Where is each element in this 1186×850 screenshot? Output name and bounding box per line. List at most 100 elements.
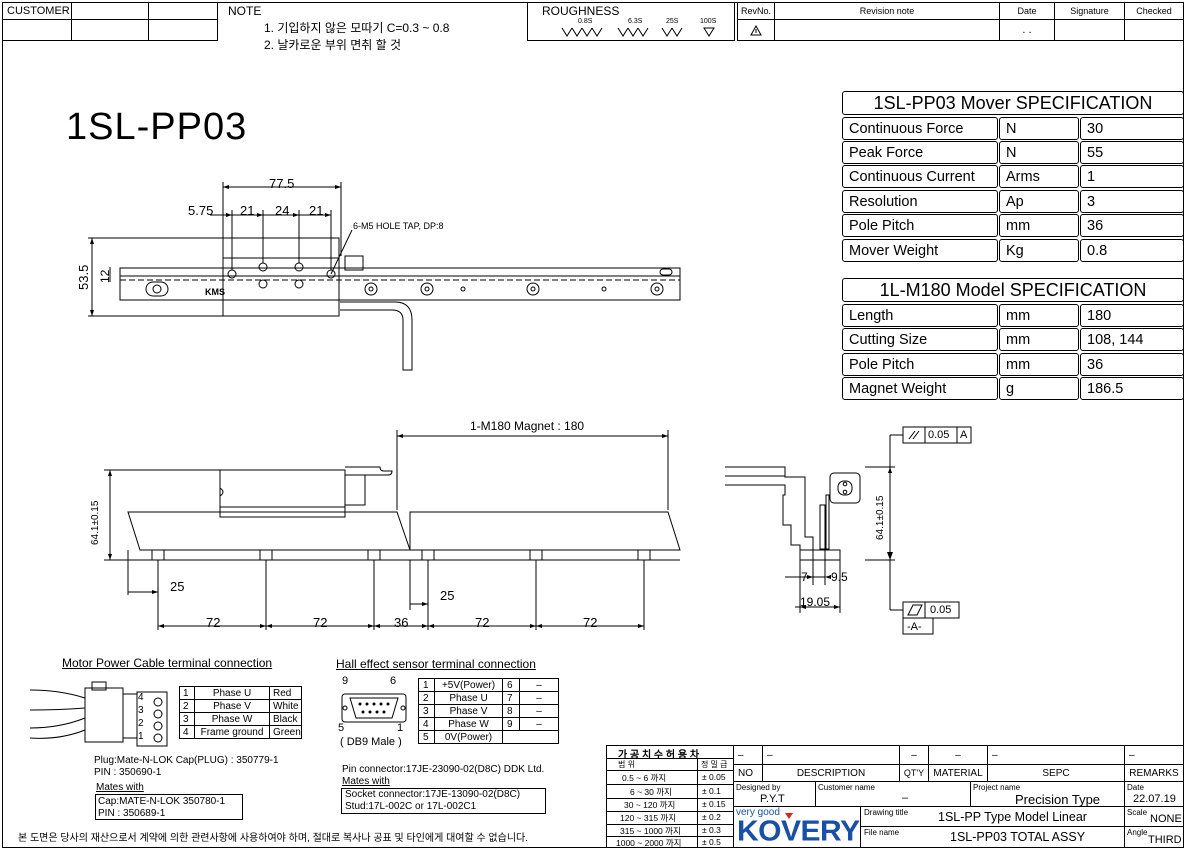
db9-pin-9: 9: [342, 675, 349, 687]
spec-name: Resolution: [842, 190, 998, 213]
checked-label: Checked: [1136, 6, 1172, 16]
tol-value: ± 0.2: [702, 812, 721, 822]
tol-value: ± 0.3: [702, 825, 721, 835]
tolerance-vline: [697, 758, 698, 848]
spec-name: Pole Pitch: [842, 353, 998, 376]
note-line-2: 2. 날카로운 부위 면취 할 것: [264, 38, 402, 52]
pin-no: 3: [423, 705, 429, 717]
revision-note-value-cell: [774, 19, 1000, 41]
parallel-tol: 0.05: [928, 429, 950, 441]
angle-label: Angle: [1127, 828, 1148, 837]
tol-range: 1000 ~ 2000 까지: [616, 838, 682, 848]
end-height-dim: 64.1±0.15: [875, 495, 886, 540]
checked-value-cell: [1124, 19, 1184, 41]
dim-height: 53.5: [76, 264, 91, 290]
table-row: Phase U: [434, 691, 503, 705]
dim-b: 24: [275, 203, 290, 218]
revision-note-label: Revision note: [859, 6, 915, 16]
model-spec-row: Length mm 180: [842, 304, 1184, 327]
table-row: Phase V: [434, 704, 503, 718]
tolerance-divider: [606, 811, 734, 812]
tolerance-divider: [606, 798, 734, 799]
magnet-label: 1-M180 Magnet : 180: [470, 419, 585, 433]
model-spec-row: Cutting Size mm 108, 144: [842, 328, 1184, 351]
pitch-3: 36: [394, 615, 409, 630]
top-view-drawing: [88, 182, 681, 371]
spec-value: 0.8: [1080, 239, 1184, 262]
tb-dash-desc: –: [762, 745, 900, 765]
date-label: Date: [1017, 6, 1037, 16]
spec-name: Cutting Size: [842, 328, 998, 351]
hall-mates-with: Mates with: [342, 776, 390, 787]
customer-cell-b: [148, 2, 218, 20]
pin-name: 0V(Power): [444, 731, 493, 743]
conn-pin-3: 3: [138, 705, 144, 716]
pin-name: Phase W: [211, 713, 253, 725]
spec-unit: Arms: [999, 165, 1079, 188]
date-value-cell: . .: [999, 19, 1055, 41]
tolerance-col-grade: 정 밀 급: [701, 760, 728, 769]
spec-unit: mm: [999, 214, 1079, 237]
table-row: 0V(Power): [434, 730, 503, 744]
signature-label: Signature: [1070, 6, 1109, 16]
spec-name: Continuous Force: [842, 117, 998, 140]
tol-range: 0.5 ~ 6 까지: [622, 773, 667, 783]
table-row: 1000 ~ 2000 까지 ± 0.5: [608, 837, 732, 849]
tb-remarks-label: REMARKS: [1129, 767, 1179, 779]
customer-cell-c: [2, 19, 72, 41]
table-row: 6: [502, 678, 520, 692]
table-row: 0.5 ~ 6 까지± 0.05: [608, 772, 732, 784]
pin-color: White: [273, 700, 299, 712]
tb-remarks: REMARKS: [1124, 764, 1184, 782]
conn-pin-4: 4: [138, 692, 144, 703]
spec-name: Pole Pitch: [842, 214, 998, 237]
dim-offset: 5.75: [188, 203, 214, 218]
tb-dash-remarks: –: [1124, 745, 1184, 765]
pin-name: Phase W: [448, 718, 489, 730]
rail-mark: KMS: [205, 287, 225, 297]
tb-description-label: DESCRIPTION: [796, 767, 866, 779]
table-row: Phase W: [434, 717, 503, 731]
pin-name: Phase U: [212, 687, 252, 699]
pin-no: 6: [507, 679, 513, 691]
conn-pin-1: 1: [138, 731, 144, 742]
dim-overall: 77.5: [269, 176, 295, 191]
mover-spec-row: Continuous Current Arms 1: [842, 165, 1184, 188]
dim-19-05: 19.05: [800, 595, 831, 609]
mover-spec-row: Pole Pitch mm 36: [842, 214, 1184, 237]
tolerance-divider: [606, 836, 734, 837]
spec-value: 186.5: [1080, 377, 1184, 400]
pin-name: Frame ground: [200, 726, 264, 738]
tb-dash-no: –: [733, 745, 763, 765]
scale-label: Scale: [1127, 808, 1148, 817]
plug-note: Plug:Mate-N-LOK Cap(PLUG) : 350779-1: [94, 755, 279, 766]
signature-value-cell: [1054, 19, 1125, 41]
mover-spec-title: 1SL-PP03 Mover SPECIFICATION: [842, 91, 1184, 115]
spec-value: 180: [1080, 304, 1184, 327]
customer-name: –: [902, 792, 909, 804]
checked-cell: Checked: [1124, 2, 1184, 20]
pin-no: 3: [183, 713, 189, 725]
tb-dash: –: [738, 749, 744, 761]
table-row: 6 ~ 30 까지± 0.1: [608, 786, 732, 798]
mate-pin: PIN : 350689-1: [98, 808, 166, 819]
pitch-offset-2: 25: [440, 588, 455, 603]
table-row: –: [519, 678, 559, 692]
tol-range: 30 ~ 120 까지: [624, 800, 676, 810]
revno-label: RevNo.: [741, 6, 772, 16]
tb-date: 22.07.19: [1133, 793, 1176, 805]
tol-value: ± 0.5: [702, 837, 721, 847]
designed-by-label: Designed by: [736, 783, 781, 792]
model-spec-row: Pole Pitch mm 36: [842, 353, 1184, 376]
tolerance-divider: [606, 784, 734, 785]
stud-note: Stud:17L-002C or 17L-002C1: [345, 801, 477, 812]
mover-spec-row: Resolution Ap 3: [842, 190, 1184, 213]
kovery-logo: KOVERY: [737, 815, 860, 848]
dim-7: 7: [801, 570, 808, 584]
pitch-offset-1: 25: [170, 579, 185, 594]
tb-spec-label: SEPC: [1042, 767, 1070, 779]
table-row: 4: [418, 717, 435, 731]
pin-name: Phase V: [213, 700, 251, 712]
revno-label-cell: RevNo.: [737, 2, 775, 20]
spec-value: 55: [1080, 141, 1184, 164]
